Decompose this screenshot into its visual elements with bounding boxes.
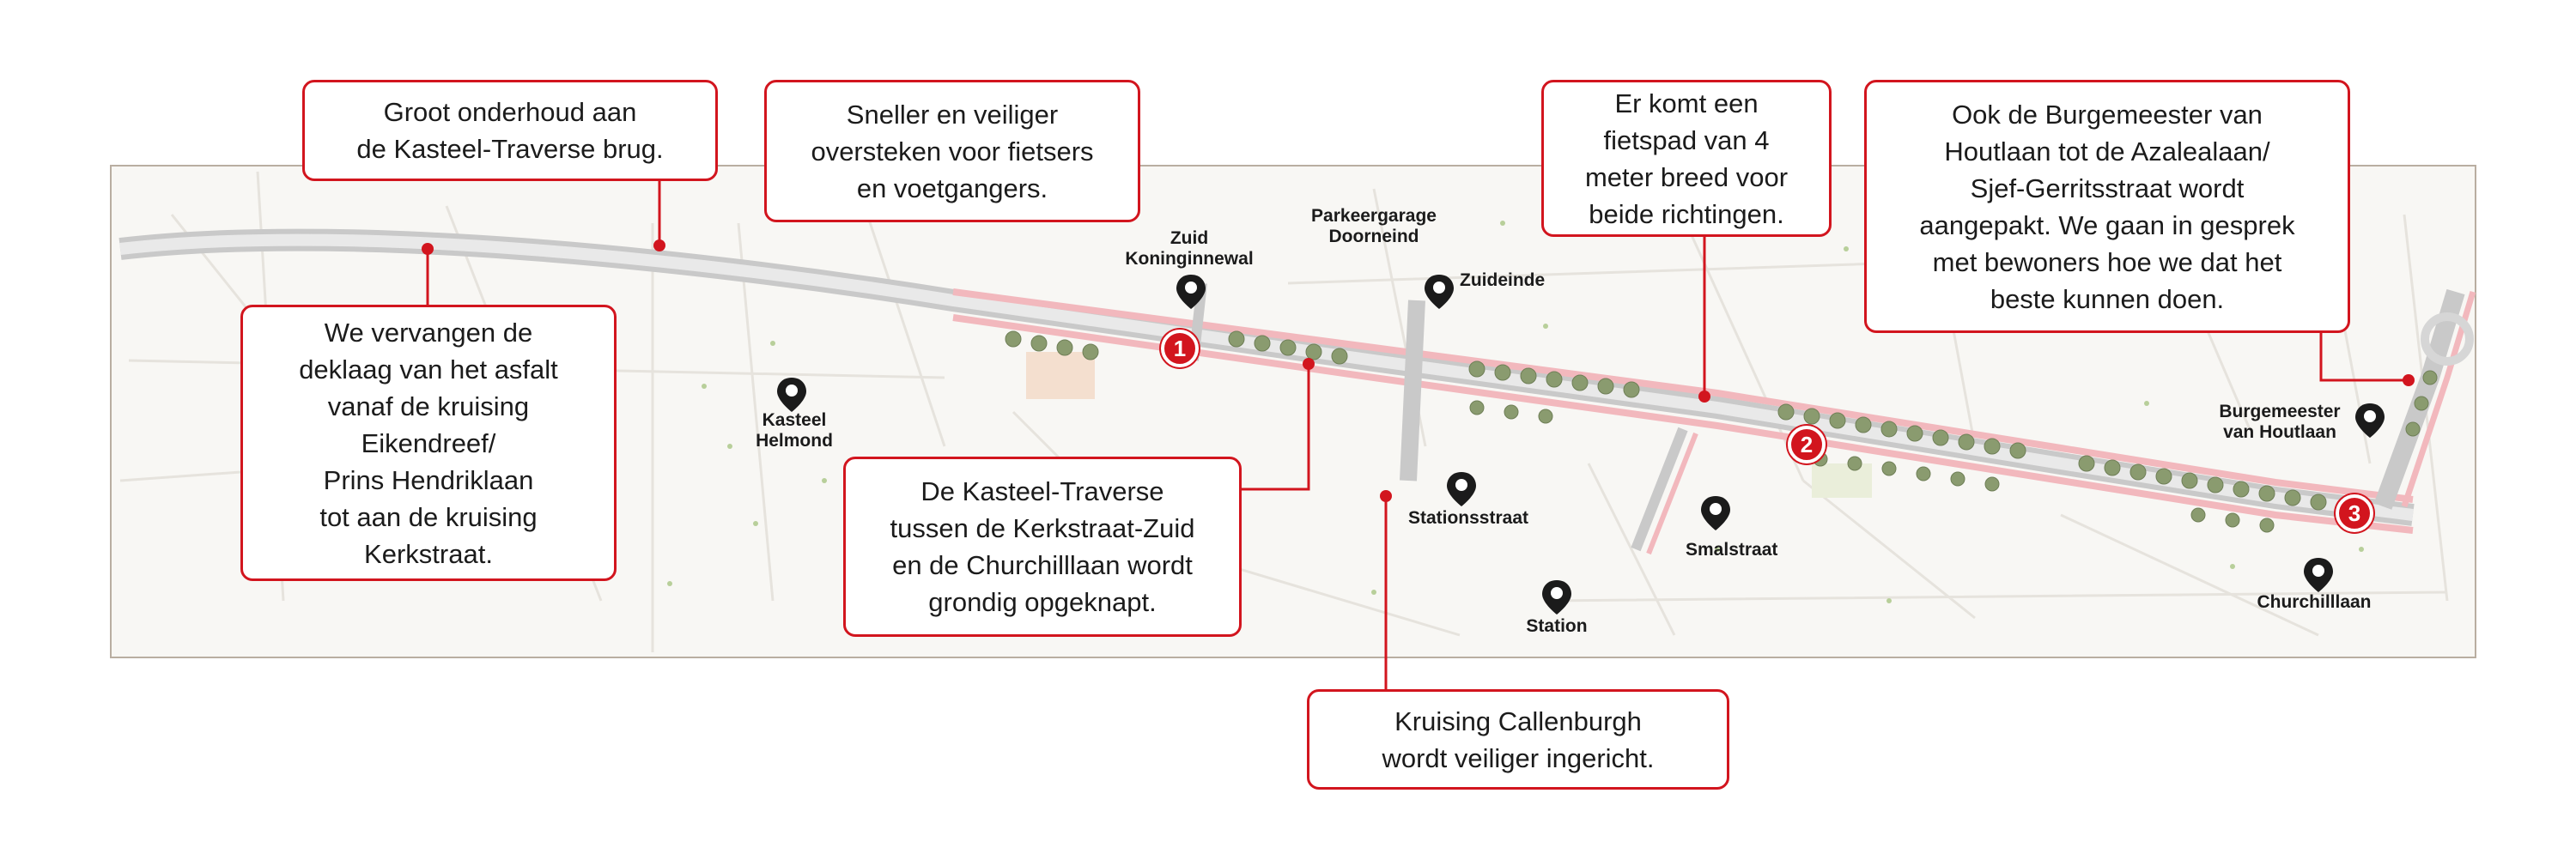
location-label-line: Parkeergarage: [1311, 206, 1437, 226]
leader-lines: [426, 180, 2409, 689]
location-label-line: Zuideinde: [1460, 270, 1546, 290]
callout-line: beste kunnen doen.: [1990, 283, 2225, 314]
callout-line: deklaag van het asfalt: [299, 354, 558, 385]
location-label-line: Churchilllaan: [2257, 592, 2372, 612]
location-label-smalstraat: Smalstraat: [1686, 540, 1777, 560]
location-label-stationsstraat: Stationsstraat: [1391, 508, 1546, 529]
callout-line: De Kasteel-Traverse: [920, 476, 1164, 506]
map-pin-icon: [2304, 558, 2333, 592]
location-label-line: Burgemeester: [2219, 402, 2341, 421]
location-label-line: van Houtlaan: [2223, 422, 2336, 442]
location-label-line: Zuid: [1170, 228, 1209, 248]
callout-kasteel-brug: Groot onderhoud aan de Kasteel-Traverse b…: [302, 80, 718, 181]
building-block: [1026, 352, 1095, 399]
callout-line: Sneller en veiliger: [846, 99, 1059, 130]
tree-row: [1005, 330, 2438, 533]
smalstraat-cycle: [1646, 432, 1698, 555]
map-pin-icon: [2355, 403, 2385, 438]
location-label-line: Doorneind: [1328, 227, 1419, 246]
cross-street-smalstraat: [1631, 427, 1688, 552]
location-label-line: Kasteel: [762, 410, 827, 430]
callout-line: beide richtingen.: [1589, 198, 1784, 229]
location-label-line: Stationsstraat: [1407, 508, 1529, 528]
building-block-2: [1812, 463, 1872, 498]
callout-line: meter breed voor: [1584, 161, 1789, 192]
location-label-line: Smalstraat: [1686, 540, 1778, 560]
callout-line: de Kasteel-Traverse brug.: [356, 134, 664, 164]
location-label-line: Station: [1526, 616, 1588, 636]
location-label-line: Helmond: [756, 431, 833, 451]
marker-2[interactable]: 2: [1788, 426, 1826, 463]
callout-line: en de Churchilllaan wordt: [892, 550, 1193, 580]
callout-line: tot aan de kruising: [319, 501, 538, 532]
callout-fietspad: Er komt een fietspad van 4 meter breed voo…: [1541, 80, 1832, 237]
callout-line: Groot onderhoud aan: [383, 97, 637, 127]
callout-line: fietspad van 4: [1603, 124, 1770, 155]
callout-line: Sjef-Gerritsstraat wordt: [1970, 173, 2245, 203]
location-label-station: Station: [1514, 616, 1600, 637]
main-road-edge: [119, 233, 2414, 521]
cross-street-zuideinde: [1400, 300, 1425, 481]
map-pin-icon: [777, 378, 806, 412]
callout-line: met bewoners hoe we dat het: [1932, 246, 2282, 277]
callout-line: tussen de Kerkstraat-Zuid: [890, 513, 1195, 543]
callout-line: grondig opgeknapt.: [928, 587, 1157, 617]
cycle-path-north: [952, 288, 2414, 503]
map-pin-icon: [1425, 275, 1454, 309]
callout-traverse: De Kasteel-Traverse tussen de Kerkstraat-…: [843, 457, 1242, 637]
leader-dots: [422, 239, 2415, 502]
callout-line: Prins Hendriklaan: [323, 464, 534, 495]
callout-line: oversteken voor fietsers: [811, 136, 1094, 167]
callout-line: Kerkstraat.: [364, 538, 493, 569]
map-pin-icon: [1447, 472, 1476, 506]
callout-line: Er komt een: [1614, 88, 1759, 118]
roundabout: [2421, 312, 2474, 366]
callout-line: vanaf de kruising: [327, 391, 530, 421]
location-label-line: Koninginnewal: [1125, 249, 1254, 269]
location-label-zuideinde: Zuideinde: [1460, 270, 1545, 291]
callout-line: Ook de Burgemeester van: [1952, 99, 2263, 130]
callout-deklaag: We vervangen de deklaag van het asfalt van…: [240, 305, 617, 581]
map-pin-icon: [1542, 580, 1571, 615]
marker-1[interactable]: 1: [1161, 330, 1199, 367]
callout-oversteken: Sneller en veiliger oversteken voor fiets…: [764, 80, 1140, 222]
callout-line: aangepakt. We gaan in gesprek: [1919, 209, 2295, 240]
marker-3[interactable]: 3: [2336, 494, 2373, 532]
callout-line: We vervangen de: [324, 317, 533, 348]
location-label-churchilllaan: Churchilllaan: [2237, 592, 2391, 613]
map-pin-icon: [1701, 496, 1730, 530]
callout-line: wordt veiliger ingericht.: [1382, 742, 1655, 773]
callout-callenburgh: Kruising Callenburgh wordt veiliger inger…: [1307, 689, 1729, 790]
cycle-path-south: [952, 314, 2414, 534]
callout-line: Houtlaan tot de Azalealaan/: [1944, 136, 2270, 167]
callout-line: Kruising Callenburgh: [1394, 706, 1642, 736]
callout-line: en voetgangers.: [856, 173, 1048, 203]
callout-line: Eikendreef/: [361, 427, 496, 458]
